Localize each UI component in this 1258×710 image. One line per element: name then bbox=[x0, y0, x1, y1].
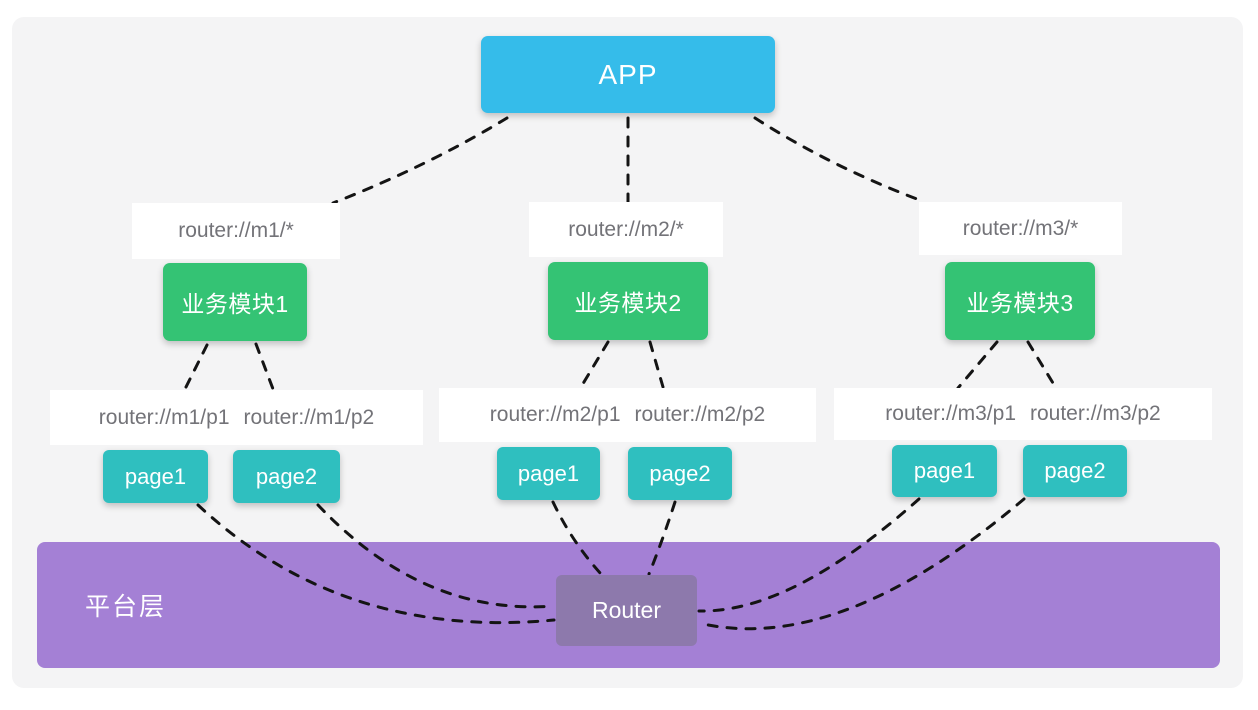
module1-route-label: router://m1/* bbox=[132, 203, 340, 259]
edge-module3-page1 bbox=[956, 340, 999, 390]
edge-m3page2-router bbox=[697, 497, 1026, 631]
module2-page1-route-text: router://m2/p1 bbox=[489, 403, 621, 426]
module3-route-label: router://m3/* bbox=[919, 202, 1122, 255]
edge-module1-page2 bbox=[254, 342, 275, 391]
edge-app-module1 bbox=[331, 116, 509, 205]
module1-page2-node: page2 bbox=[233, 450, 340, 503]
edge-app-module3 bbox=[753, 116, 927, 204]
module1-page1-route-text: router://m1/p1 bbox=[98, 405, 230, 429]
module2-page2-label: page2 bbox=[649, 460, 711, 486]
module3-page1-route-text: router://m3/p1 bbox=[885, 402, 1016, 425]
edge-module1-page1 bbox=[183, 343, 209, 391]
module3-page2-node: page2 bbox=[1023, 445, 1127, 497]
module2-node: 业务模块2 bbox=[548, 262, 708, 340]
router-node-label: Router bbox=[591, 597, 662, 623]
module3-page2-route-text: router://m3/p2 bbox=[1030, 402, 1161, 425]
module2-page1-label: page1 bbox=[517, 460, 580, 486]
module1-route-text: router://m1/* bbox=[178, 219, 294, 242]
edge-m1page1-router bbox=[196, 503, 556, 625]
module2-page2-node: page2 bbox=[628, 447, 732, 500]
edge-module2-page1 bbox=[579, 340, 610, 389]
module3-page1-label: page1 bbox=[913, 458, 976, 483]
router-node: Router bbox=[556, 575, 697, 646]
app-node: APP bbox=[481, 36, 775, 113]
module1-page2-label: page2 bbox=[255, 463, 318, 489]
module3-page1-node: page1 bbox=[892, 445, 997, 497]
edge-m3page1-router bbox=[697, 497, 921, 613]
module2-page1-node: page1 bbox=[497, 447, 600, 500]
module2-page-routes-label: router://m2/p1 router://m2/p2 bbox=[439, 388, 816, 442]
module2-route-text: router://m2/* bbox=[568, 217, 684, 241]
module1-page2-route-text: router://m1/p2 bbox=[243, 405, 375, 429]
module2-page2-route-text: router://m2/p2 bbox=[634, 403, 766, 426]
module3-page-routes-label: router://m3/p1 router://m3/p2 bbox=[834, 388, 1212, 440]
module2-route-label: router://m2/* bbox=[529, 202, 723, 257]
module1-page1-node: page1 bbox=[103, 450, 208, 503]
platform-layer-label: 平台层 bbox=[85, 593, 167, 621]
module1-page1-label: page1 bbox=[124, 463, 187, 489]
module3-route-text: router://m3/* bbox=[962, 216, 1079, 240]
edge-module2-page2 bbox=[648, 340, 665, 389]
module3-page2-label: page2 bbox=[1044, 458, 1106, 483]
edge-module3-page2 bbox=[1026, 340, 1058, 390]
edge-m1page2-router bbox=[316, 503, 556, 609]
module1-label: 业务模块1 bbox=[181, 291, 289, 317]
edge-m2page1-router bbox=[551, 500, 603, 576]
app-node-label: APP bbox=[598, 58, 658, 90]
module1-page-routes-label: router://m1/p1 router://m1/p2 bbox=[50, 390, 423, 445]
module1-node: 业务模块1 bbox=[163, 263, 307, 341]
module2-label: 业务模块2 bbox=[574, 290, 682, 316]
edge-m2page2-router bbox=[647, 500, 677, 576]
module3-node: 业务模块3 bbox=[945, 262, 1095, 340]
module3-label: 业务模块3 bbox=[966, 290, 1074, 316]
